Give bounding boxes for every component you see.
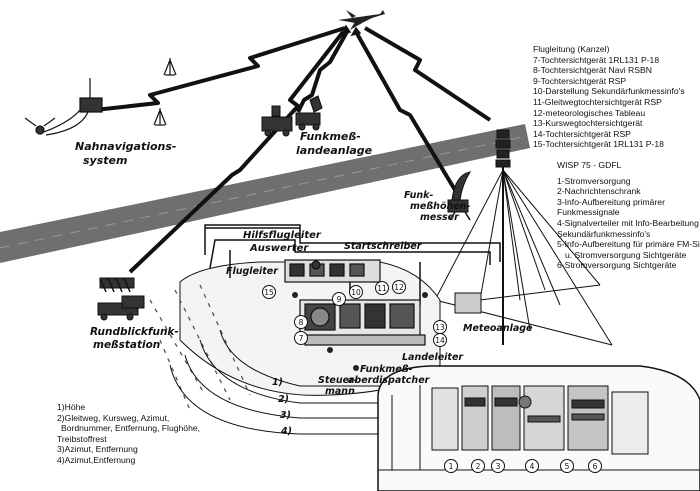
label-steuermann-1: Steuer- <box>318 375 358 386</box>
wisp-item: Sekundärfunkmessinfo's <box>557 228 651 239</box>
link-hoehenmesser <box>353 29 457 192</box>
wisp-item: 4-Signalverteiler mit Info-Bearbeitung f… <box>557 217 700 228</box>
signal-legend-item: Bordnummer, Entfernung, Flughöhe, <box>61 423 201 434</box>
console-number: 8 <box>299 318 304 327</box>
bunker-number: 5 <box>565 462 570 471</box>
console-number: 12 <box>394 283 404 292</box>
radio-links <box>94 26 492 274</box>
label-nahnav-2: system <box>83 154 127 167</box>
label-beam-1: 1) <box>272 377 283 388</box>
link-rundblick <box>128 30 345 274</box>
wisp-item: 2-Nachrichtenschrank <box>557 186 641 197</box>
wisp-item: 3-Info-Aufbereitung primärer <box>557 196 665 207</box>
runway <box>0 124 530 263</box>
aircraft <box>338 10 385 30</box>
height-finder <box>447 171 472 221</box>
flugleitung-item: 12-meteorologisches Tableau <box>533 107 646 118</box>
signal-legend-item: Treibstoffrest <box>57 433 107 444</box>
label-rundblick-1: Rundblickfunk- <box>90 326 179 338</box>
label-rundblick-2: meßstation <box>93 339 160 351</box>
label-funkmess-2: landeanlage <box>296 144 373 157</box>
label-hilfs-2: Auswerter <box>249 243 309 254</box>
label-hoehen-1: Funk- <box>404 190 433 201</box>
wisp-item: u. Stromversorgung Sichtgeräte <box>565 249 687 260</box>
label-nahnav-1: Nahnavigations- <box>75 140 176 153</box>
link-nahnavigation <box>94 26 346 112</box>
underground-bunker <box>377 365 700 491</box>
console-number: 10 <box>351 288 361 297</box>
label-flugleiter: Flugleiter <box>226 266 279 277</box>
flugleitung-item: 7-Tochtersichtgerät 1RL131 P-18 <box>533 54 660 65</box>
building-frame <box>204 224 501 305</box>
ground-hatching <box>149 284 251 411</box>
label-beam-2: 2) <box>278 394 289 405</box>
flugleitung-title: Flugleitung (Kanzel) <box>533 44 610 54</box>
signal-legend-item: 1)Höhe <box>57 402 86 412</box>
console-number: 11 <box>377 284 387 293</box>
label-hoehen-3: messer <box>420 212 460 223</box>
flugleitung-item: 15-Tochtersichtgerät 1RL131 P-18 <box>533 139 664 150</box>
label-funkmess2-2: aberdispatcher <box>348 375 431 386</box>
bunker-number: 2 <box>476 462 481 471</box>
label-beam-4: 4) <box>280 426 292 437</box>
console-number-marks <box>262 280 447 347</box>
label-funkmess-1: Funkmeß- <box>300 130 361 143</box>
console-number: 7 <box>299 334 304 343</box>
bunker-number-marks <box>444 459 602 473</box>
label-landeleiter: Landeleiter <box>402 352 464 363</box>
wisp-item: 6-Stromversorgung Sichtgeräte <box>557 260 677 271</box>
signal-legend-item: 4)Azimut,Entfernung <box>57 454 136 465</box>
flugleitung-item: 11-Gleitwegtochtersichtgerät RSP <box>533 96 662 107</box>
bunker-number: 4 <box>530 462 535 471</box>
surveillance-radar-station <box>97 277 145 321</box>
wisp-title: WISP 75 - GDFL <box>557 160 622 170</box>
label-hoehen-2: meßhöhen- <box>410 201 470 212</box>
console-number: 9 <box>337 295 342 304</box>
flugleitung-item: 13-Kurswegtochtersichtgerät <box>533 118 643 129</box>
flugleitung-item: 14-Tochtersichtgerät RSP <box>533 128 631 139</box>
label-startschreiber: Startschreiber <box>344 241 423 252</box>
control-consoles <box>284 259 426 346</box>
label-beam-3: 3) <box>280 410 291 421</box>
label-meteoanlage: Meteoanlage <box>463 323 533 334</box>
link-antenna <box>363 26 492 122</box>
flugleitung-item: 9-Tochtersichtgerät RSP <box>533 75 627 86</box>
wisp-item: 5-Info-Aufbereitung für primäre FM-Signa… <box>557 239 700 250</box>
label-funkmess2-1: Funkmeß- <box>360 364 413 375</box>
flugleitung-item: 8-Tochtersichtgerät Navi RSBN <box>533 65 652 76</box>
flugleitung-legend: Flugleitung (Kanzel) 7-Tochtersichtgerät… <box>533 44 685 150</box>
signal-legend-item: 2)Gleitweg, Kursweg, Azimut, <box>57 412 170 423</box>
signal-legend-item: 3)Azimut, Entfernung <box>57 444 138 455</box>
wisp-legend: WISP 75 - GDFL 1-Stromversorgung 2-Nachr… <box>557 160 700 271</box>
wisp-item: Funkmessignale <box>557 207 620 218</box>
console-number: 15 <box>264 288 274 297</box>
bunker-number: 6 <box>593 462 598 471</box>
console-number: 13 <box>435 323 445 332</box>
bunker-number: 3 <box>496 462 501 471</box>
label-steuermann-2: mann <box>325 386 355 397</box>
link-landeanlage <box>296 29 350 113</box>
flugleitung-item: 10-Darstellung Sekundärfunkmessinfo's <box>533 86 685 97</box>
bunker-number: 1 <box>449 462 454 471</box>
landing-radar-vehicles <box>261 95 323 137</box>
nahnavigation-station <box>24 58 177 136</box>
label-hilfs-1: Hilfsflugleiter <box>243 230 322 241</box>
signal-legend: 1)Höhe 2)Gleitweg, Kursweg, Azimut, Bord… <box>57 402 200 466</box>
console-number: 14 <box>435 336 445 345</box>
operators <box>292 292 482 371</box>
wisp-item: 1-Stromversorgung <box>557 175 631 186</box>
